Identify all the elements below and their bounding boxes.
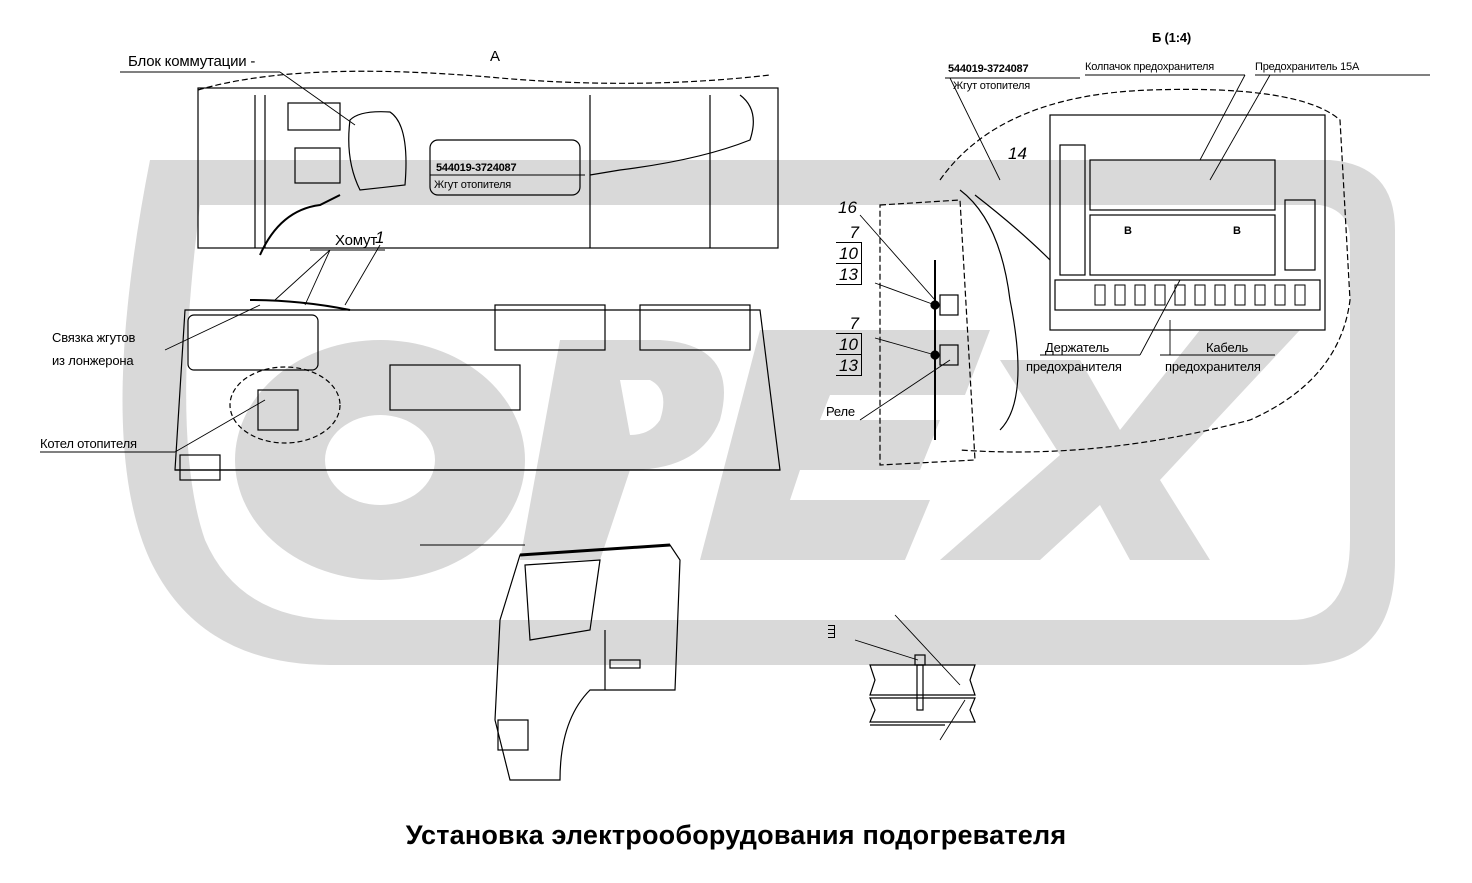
mark-v-left: В: [1124, 225, 1132, 237]
document-title: Установка электрооборудования подогреват…: [405, 820, 1067, 850]
heater-harness-code-b: 544019-3724087: [948, 63, 1029, 75]
item-stack-section: [828, 622, 835, 638]
item-14-callout: 14: [1008, 144, 1027, 163]
fuse-holder-callout-line1: Держатель: [1045, 340, 1110, 355]
item-1-callout: 1: [375, 228, 385, 247]
fuse-holder-callout-line2: предохранителя: [1026, 359, 1122, 374]
cab-drawing: [494, 543, 681, 781]
view-b-drawing: [879, 88, 1351, 466]
stack-lower-item: 7: [836, 313, 862, 334]
stack-upper-item: 10: [836, 243, 862, 264]
stack-upper-item: 7: [836, 222, 862, 243]
view-a-drawing: [174, 70, 781, 481]
stack-section-item: [828, 630, 835, 634]
view-b-label: Б (1:4): [1152, 30, 1192, 45]
view-a-label: А: [490, 48, 500, 65]
item-stack-upper: 7 10 13: [836, 222, 862, 285]
leader-lines: [40, 71, 1430, 741]
stack-lower-item: 10: [836, 334, 862, 355]
stack-lower-item: 13: [836, 355, 862, 376]
fuse-cap-callout: Колпачок предохранителя: [1085, 61, 1215, 73]
stack-section-item: [828, 622, 835, 626]
heater-boiler-callout: Котел отопителя: [40, 436, 137, 451]
heater-harness-code-a: 544019-3724087: [436, 162, 517, 174]
section-vv-drawing: [869, 654, 976, 726]
stack-section-item: [828, 626, 835, 630]
clamp-callout: Хомут: [335, 232, 378, 249]
fuse-cable-callout-line2: предохранителя: [1165, 359, 1261, 374]
mark-v-right: В: [1233, 225, 1241, 237]
stack-section-item: [828, 634, 835, 638]
item-16-callout: 16: [838, 198, 857, 217]
fuse-cable-callout-line1: Кабель: [1206, 340, 1249, 355]
harness-bundle-callout-line1: Связка жгутов: [52, 330, 136, 345]
relay-callout: Реле: [826, 404, 855, 419]
harness-bundle-callout-line2: из лонжерона: [52, 353, 134, 368]
watermark-letters: [235, 330, 1300, 580]
fuse-15a-callout: Предохранитель 15А: [1255, 61, 1360, 73]
heater-harness-name-b: Жгут отопителя: [953, 80, 1031, 92]
stack-upper-item: 13: [836, 264, 862, 285]
heater-harness-name-a: Жгут отопителя: [434, 179, 512, 191]
switch-block-callout: Блок коммутации -: [128, 53, 256, 70]
item-stack-lower: 7 10 13: [836, 313, 862, 376]
